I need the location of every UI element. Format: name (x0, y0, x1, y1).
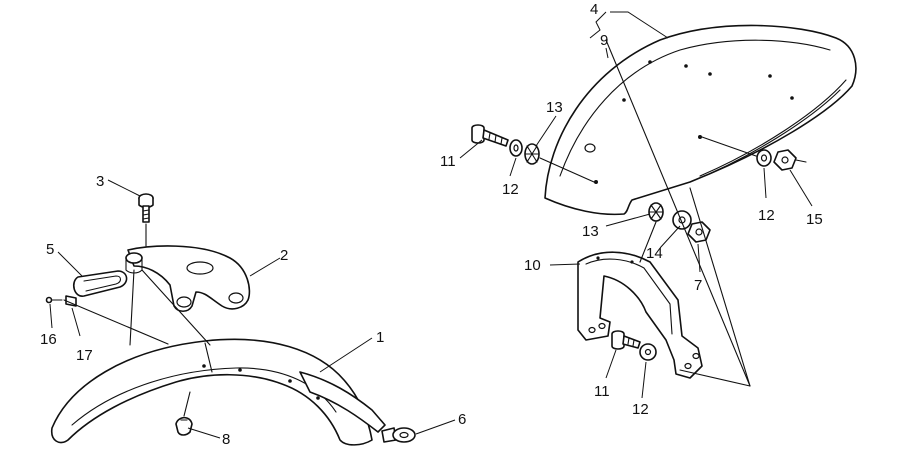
callout-labels: 1 2 3 4 5 6 7 8 9 10 11 11 12 12 12 13 1… (40, 1, 823, 448)
callout-14: 14 (646, 245, 663, 262)
callout-12-lower: 12 (632, 401, 649, 418)
callout-10: 10 (524, 257, 541, 274)
callout-12-right: 12 (758, 207, 775, 224)
callout-5: 5 (46, 241, 54, 258)
callout-8: 8 (222, 431, 230, 448)
callout-13-upper: 13 (546, 99, 563, 116)
rear-fender-bracket (577, 251, 703, 379)
pin-16 (45, 296, 63, 304)
washer-12-lower (639, 343, 657, 361)
rear-fender-assembly (471, 24, 857, 387)
ring-terminal (381, 427, 416, 443)
callout-4: 4 (590, 1, 598, 18)
callout-11-lower: 11 (594, 383, 610, 400)
callout-11-upper: 11 (440, 153, 456, 170)
leader-lines (49, 11, 813, 439)
callout-6: 6 (458, 411, 466, 428)
washer-12-right (756, 149, 772, 167)
callout-16: 16 (40, 331, 57, 348)
callout-15: 15 (806, 211, 823, 228)
washer-12-upper (509, 139, 523, 157)
callout-17: 17 (76, 347, 93, 364)
screw-3 (138, 193, 154, 223)
lock-washer-13-upper (524, 143, 540, 165)
nut-15 (773, 149, 797, 171)
bolt-11-lower (611, 330, 641, 350)
rear-fender (544, 24, 857, 216)
fender-bracket (125, 245, 251, 313)
bolt-11-upper (471, 124, 509, 147)
callout-1: 1 (376, 329, 384, 346)
callout-12-upper: 12 (502, 181, 519, 198)
wire-clip (72, 270, 128, 297)
front-fender-assembly (45, 193, 416, 446)
lock-washer-13-lower (648, 202, 664, 222)
callout-9: 9 (600, 32, 608, 49)
nut-7 (687, 221, 711, 243)
callout-13-lower: 13 (582, 223, 599, 240)
callout-2: 2 (280, 247, 288, 264)
callout-3: 3 (96, 173, 104, 190)
callout-7: 7 (694, 277, 702, 294)
washer-14 (672, 210, 692, 230)
front-fender (50, 338, 386, 446)
screw-8 (175, 416, 193, 436)
